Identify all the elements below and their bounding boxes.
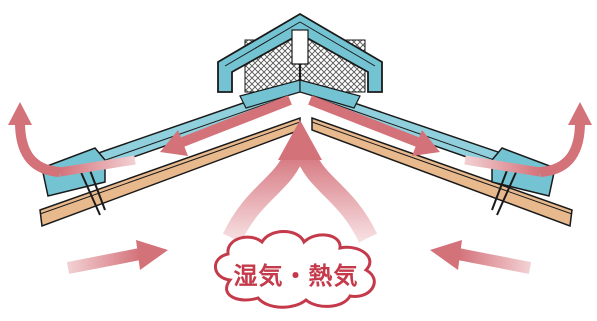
roof-board-right (311, 116, 573, 228)
exhaust-arrow-left (8, 102, 136, 177)
exhaust-arrow-right (464, 102, 592, 177)
moisture-heat-label: 湿気・熱気 (233, 261, 359, 290)
airflow-arrow-up-right (308, 95, 440, 156)
moisture-heat-cloud (214, 230, 376, 309)
airflow-arrow-up-left (160, 95, 292, 156)
inflow-arrow-right (430, 240, 532, 274)
inflow-arrow-left (66, 240, 168, 274)
airflow-arrow-center-up (222, 120, 378, 243)
ridge-flashing-right (299, 79, 361, 109)
ridge-cap (217, 12, 383, 93)
